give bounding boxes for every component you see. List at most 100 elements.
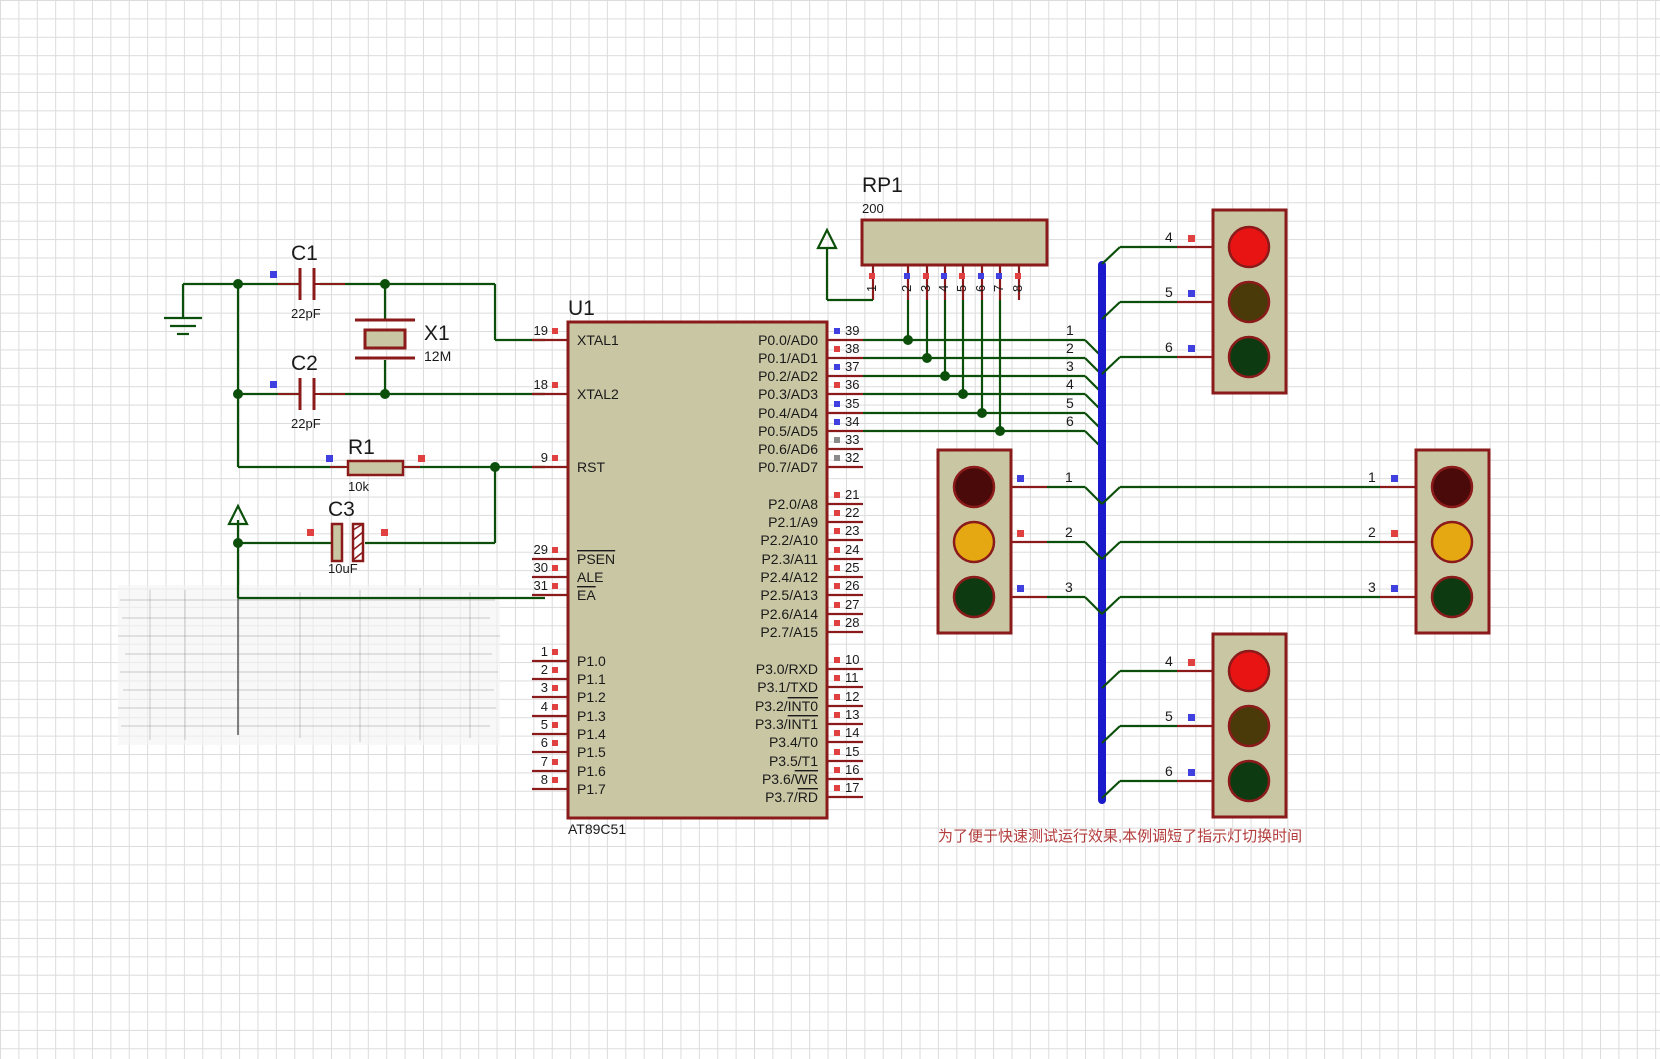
mcu-pin-name: P1.0 — [577, 653, 606, 669]
pin-marker — [834, 437, 840, 443]
mcu-pin-name: P3.7/RD — [765, 789, 818, 805]
net-label: 2 — [1368, 524, 1376, 540]
faded-scribble-area — [118, 585, 535, 745]
mcu-pin-number: 7 — [541, 754, 548, 769]
pin-marker — [552, 649, 558, 655]
pin-marker — [1188, 345, 1195, 352]
pin-marker — [834, 583, 840, 589]
traffic-light-top[interactable] — [1177, 208, 1288, 395]
mcu-pin-number: 1 — [541, 644, 548, 659]
rp1-value: 200 — [862, 201, 884, 216]
mcu-pin-number: 5 — [541, 717, 548, 732]
mcu-pin-number: 32 — [845, 450, 859, 465]
mcu-pin-number: 23 — [845, 523, 859, 538]
pin-marker — [1391, 530, 1398, 537]
pin-marker — [834, 401, 840, 407]
oscillator-wires — [183, 282, 545, 600]
x1-ref: X1 — [424, 322, 450, 345]
pin-marker — [552, 583, 558, 589]
mcu-pin-name: P0.5/AD5 — [758, 423, 818, 439]
pin-marker-blue — [326, 455, 333, 462]
mcu-pin-name: P3.4/T0 — [769, 734, 818, 750]
junction-dot — [922, 353, 932, 363]
pin-marker — [1017, 475, 1024, 482]
pin-marker — [834, 602, 840, 608]
pin-marker — [834, 528, 840, 534]
pin-marker-blue — [270, 381, 277, 388]
pin-marker — [1015, 273, 1021, 279]
mcu-pin-number: 31 — [534, 578, 548, 593]
c1-value: 22pF — [291, 306, 321, 321]
mcu-pin-number: 2 — [541, 662, 548, 677]
mcu-pin-number: 36 — [845, 377, 859, 392]
mcu-u1[interactable]: U1 19XTAL118XTAL29RST29PSEN30ALE31EA1P1.… — [532, 297, 863, 837]
pin-marker-blue — [270, 271, 277, 278]
mcu-pin-number: 15 — [845, 744, 859, 759]
c3-ref: C3 — [328, 498, 355, 521]
note-text: 为了便于快速测试运行效果,本例调短了指示灯切换时间 — [938, 828, 1302, 845]
lamp — [952, 575, 996, 619]
bus-entry-wire — [1101, 486, 1121, 505]
mcu-pin-name: P2.3/A11 — [761, 551, 818, 567]
junction-dot — [903, 335, 913, 345]
mcu-pin-number: 33 — [845, 432, 859, 447]
pin-marker — [552, 328, 558, 334]
x1-value: 12M — [424, 348, 451, 364]
traffic-light-bottom[interactable] — [1177, 632, 1288, 819]
traffic-light-right[interactable] — [1380, 448, 1491, 635]
capacitor-c2[interactable]: C2 22pF — [270, 352, 345, 431]
pin-marker — [834, 419, 840, 425]
mcu-pin-number: 12 — [845, 689, 859, 704]
power-arrow-rp1 — [816, 227, 873, 302]
mcu-pin-number: 22 — [845, 505, 859, 520]
pin-marker — [834, 694, 840, 700]
traffic-lights — [936, 208, 1491, 819]
mcu-pin-number: 27 — [845, 597, 859, 612]
rp1-ref: RP1 — [862, 174, 903, 197]
pin-marker — [552, 759, 558, 765]
mcu-pin-name: XTAL2 — [577, 386, 619, 402]
pin-marker — [1188, 290, 1195, 297]
bus-entry-wire — [1084, 541, 1103, 560]
pin-marker — [1188, 769, 1195, 776]
net-label: 1 — [1368, 469, 1376, 485]
junction-dots — [233, 279, 500, 548]
pin-marker — [552, 777, 558, 783]
pin-marker — [834, 455, 840, 461]
mcu-pin-name: P1.2 — [577, 689, 606, 705]
junction-dot — [995, 426, 1005, 436]
mcu-pin-number: 30 — [534, 560, 548, 575]
pin-marker-red — [307, 529, 314, 536]
mcu-pin-name: P0.6/AD6 — [758, 441, 818, 457]
net-label: 3 — [1065, 579, 1073, 595]
mcu-pin-name: P0.3/AD3 — [758, 386, 818, 402]
bus-entry-wire — [1101, 541, 1121, 560]
pin-marker — [834, 565, 840, 571]
lamp — [952, 520, 996, 564]
rp1-pin-number: 8 — [1010, 285, 1025, 292]
mcu-pin-name: P2.6/A14 — [760, 606, 818, 622]
pin-marker — [552, 455, 558, 461]
pin-marker — [1188, 714, 1195, 721]
pin-marker-red — [381, 529, 388, 536]
mcu-pin-name: P2.0/A8 — [768, 496, 818, 512]
u1-ref: U1 — [568, 297, 595, 320]
pin-marker — [996, 273, 1002, 279]
lamp — [1430, 520, 1474, 564]
pin-marker — [1391, 585, 1398, 592]
c3-value: 10uF — [328, 561, 358, 576]
resistor-r1[interactable]: R1 10k — [326, 436, 425, 494]
mcu-right-pins: 39P0.0/AD038P0.1/AD137P0.2/AD236P0.3/AD3… — [755, 323, 863, 805]
lamp — [952, 465, 996, 509]
pin-marker — [1017, 530, 1024, 537]
mcu-body — [566, 320, 829, 820]
capacitor-c3[interactable]: C3 10uF — [307, 498, 388, 576]
crystal-x1[interactable]: X1 12M — [355, 318, 451, 364]
capacitor-c1[interactable]: C1 22pF — [270, 242, 345, 321]
traffic-light-left[interactable] — [936, 448, 1047, 635]
c2-value: 22pF — [291, 416, 321, 431]
